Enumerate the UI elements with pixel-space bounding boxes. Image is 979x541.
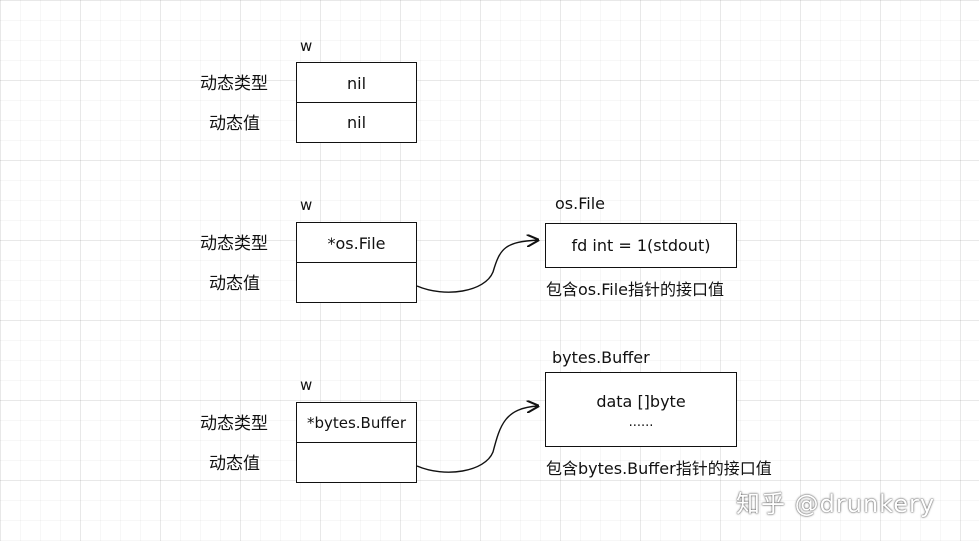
dynamic-value-label-2: 动态值 xyxy=(209,274,260,294)
interface-value-box-1: nil nil xyxy=(296,62,417,143)
target-field-data: data []byte xyxy=(596,391,686,411)
watermark: 知乎 @drunkery xyxy=(736,490,936,518)
variable-label-w-1: w xyxy=(300,37,313,55)
target-title-bytes-buffer: bytes.Buffer xyxy=(552,348,650,367)
target-field-ellipsis: ...... xyxy=(628,414,654,430)
target-struct-os-file: fd int = 1(stdout) xyxy=(545,223,737,268)
dynamic-type-cell-1: nil xyxy=(346,73,367,93)
dynamic-value-label-3: 动态值 xyxy=(209,454,260,474)
dynamic-type-label-3: 动态类型 xyxy=(200,414,268,434)
pointer-arrow-bytes-buffer xyxy=(416,406,538,473)
cell-divider-3 xyxy=(297,442,416,443)
dynamic-value-cell-1: nil xyxy=(346,113,367,132)
variable-label-w-3: w xyxy=(300,376,313,394)
interface-value-box-3: *bytes.Buffer xyxy=(296,402,417,483)
pointer-arrow-os-file xyxy=(416,240,538,293)
dynamic-type-cell-3: *bytes.Buffer xyxy=(306,414,407,432)
caption-bytes-buffer: 包含bytes.Buffer指针的接口值 xyxy=(546,459,772,478)
cell-divider-1 xyxy=(297,102,416,103)
dynamic-type-label-1: 动态类型 xyxy=(200,74,268,94)
target-struct-bytes-buffer: data []byte ...... xyxy=(545,372,737,447)
cell-divider-2 xyxy=(297,262,416,263)
dynamic-type-cell-2: *os.File xyxy=(327,233,386,253)
interface-value-box-2: *os.File xyxy=(296,222,417,303)
caption-os-file: 包含os.File指针的接口值 xyxy=(546,280,724,299)
dynamic-type-label-2: 动态类型 xyxy=(200,234,268,254)
target-field-fd: fd int = 1(stdout) xyxy=(571,236,711,255)
variable-label-w-2: w xyxy=(300,196,313,214)
target-title-os-file: os.File xyxy=(555,194,605,213)
dynamic-value-label-1: 动态值 xyxy=(209,114,260,134)
